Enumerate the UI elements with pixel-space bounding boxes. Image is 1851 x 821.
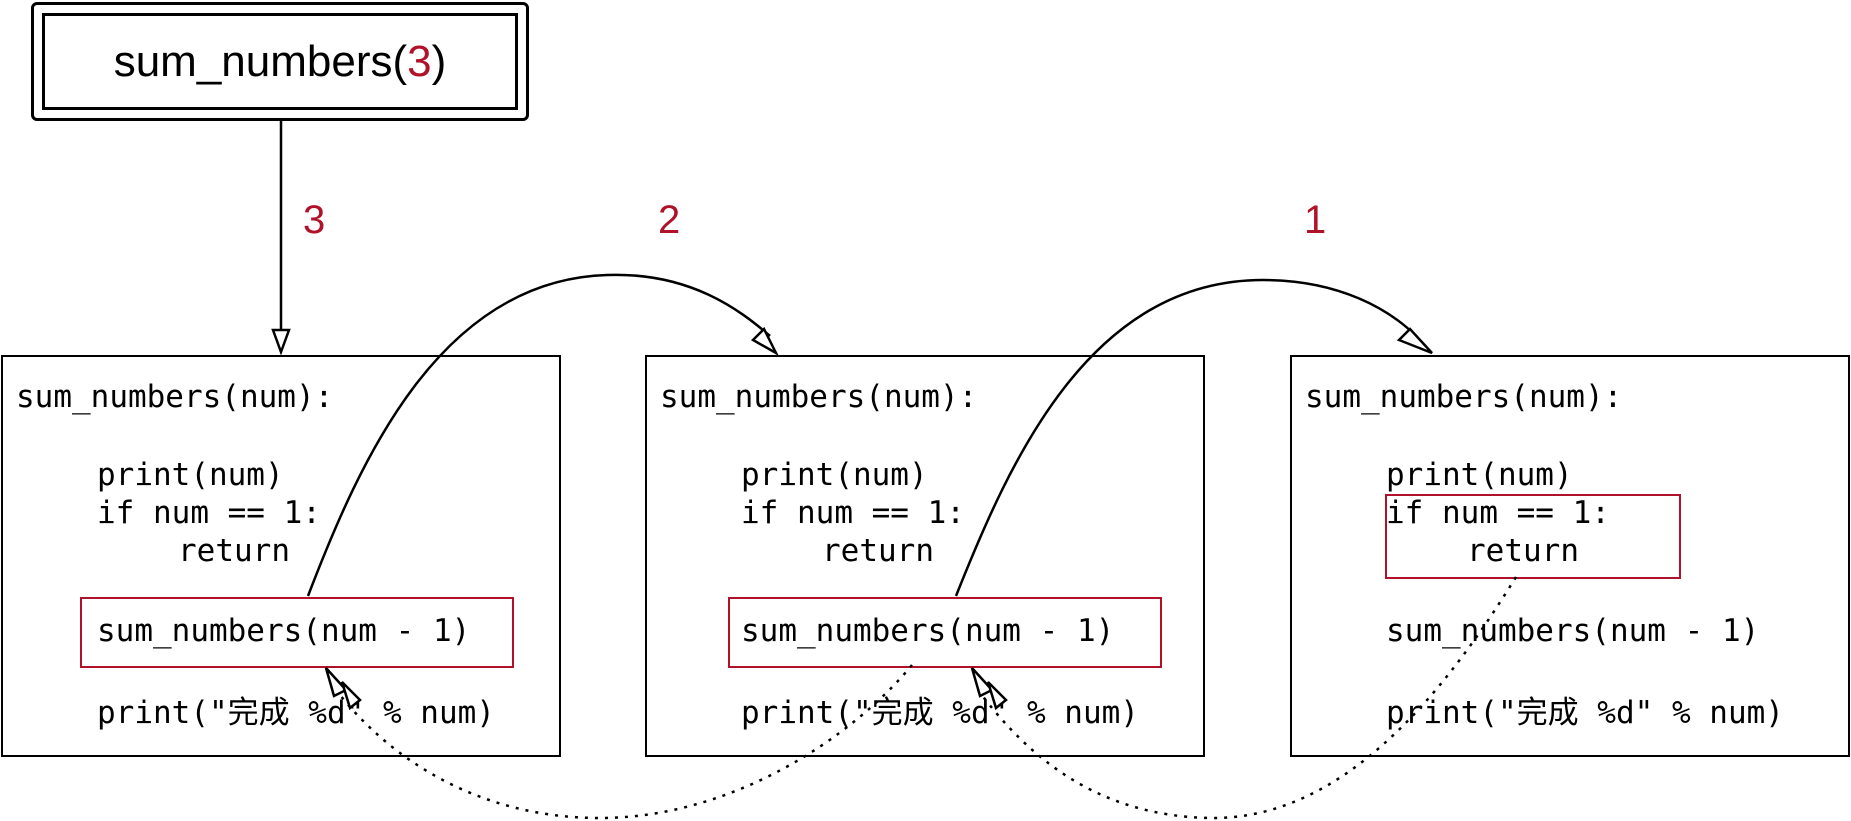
initial-call-suffix: )	[431, 36, 447, 86]
initial-call-arg: 3	[407, 36, 432, 86]
frame-1-def: sum_numbers(num):	[16, 379, 334, 415]
call-arc-1-to-2	[306, 273, 771, 597]
frame-3-if-line: if num == 1:	[1386, 495, 1610, 531]
frame-3-base-case-highlight	[1385, 494, 1681, 579]
frame-2-return-line: return	[822, 533, 934, 569]
return-2-to-1-arrowhead-b	[340, 681, 362, 711]
call-frame-2: sum_numbers(num): print(num) if num == 1…	[645, 355, 1205, 757]
frame-2-recursive-call: sum_numbers(num - 1)	[741, 613, 1115, 649]
frame-3-return-line: return	[1467, 533, 1579, 569]
frame-1-print-num: print(num)	[97, 457, 284, 493]
frame-1-recursive-call: sum_numbers(num - 1)	[97, 613, 471, 649]
frame-3-print-done: print("完成 %d" % num)	[1386, 695, 1784, 731]
initial-call-prefix: sum_numbers(	[113, 36, 408, 86]
arg-label-1: 3	[303, 198, 326, 242]
frame-3-recursive-call: sum_numbers(num - 1)	[1386, 613, 1760, 649]
frame-2-def: sum_numbers(num):	[660, 379, 978, 415]
frame-3-print-num: print(num)	[1386, 457, 1573, 493]
return-2-to-1-arrowhead-a	[324, 667, 349, 698]
return-3-to-2-arrowhead-a	[970, 667, 995, 698]
return-3-to-2-arrowhead-b	[986, 681, 1008, 711]
call-arc-1-to-2-arrowhead	[750, 326, 779, 357]
call-frame-3: sum_numbers(num): print(num) if num == 1…	[1290, 355, 1850, 757]
frame-2-print-done: print("完成 %d" % num)	[741, 695, 1139, 731]
frame-1-if-line: if num == 1:	[97, 495, 321, 531]
frame-2-print-num: print(num)	[741, 457, 928, 493]
frame-2-call-highlight	[728, 597, 1162, 668]
return-path-3-to-2	[976, 576, 1518, 820]
call-arc-2-to-3	[954, 278, 1417, 597]
initial-call-box: sum_numbers(3)	[31, 2, 529, 121]
frame-3-def: sum_numbers(num):	[1305, 379, 1623, 415]
return-path-2-to-1	[335, 664, 913, 820]
initial-call-arrowhead	[271, 328, 291, 356]
frame-2-if-line: if num == 1:	[741, 495, 965, 531]
arg-label-2: 2	[658, 198, 681, 242]
frame-1-call-highlight	[80, 597, 514, 668]
initial-call-inner: sum_numbers(3)	[42, 13, 518, 110]
call-frame-1: sum_numbers(num): print(num) if num == 1…	[1, 355, 561, 757]
arg-label-3: 1	[1304, 198, 1327, 242]
frame-1-print-done: print("完成 %d" % num)	[97, 695, 495, 731]
call-arc-2-to-3-arrowhead	[1396, 327, 1433, 355]
frame-1-return-line: return	[178, 533, 290, 569]
